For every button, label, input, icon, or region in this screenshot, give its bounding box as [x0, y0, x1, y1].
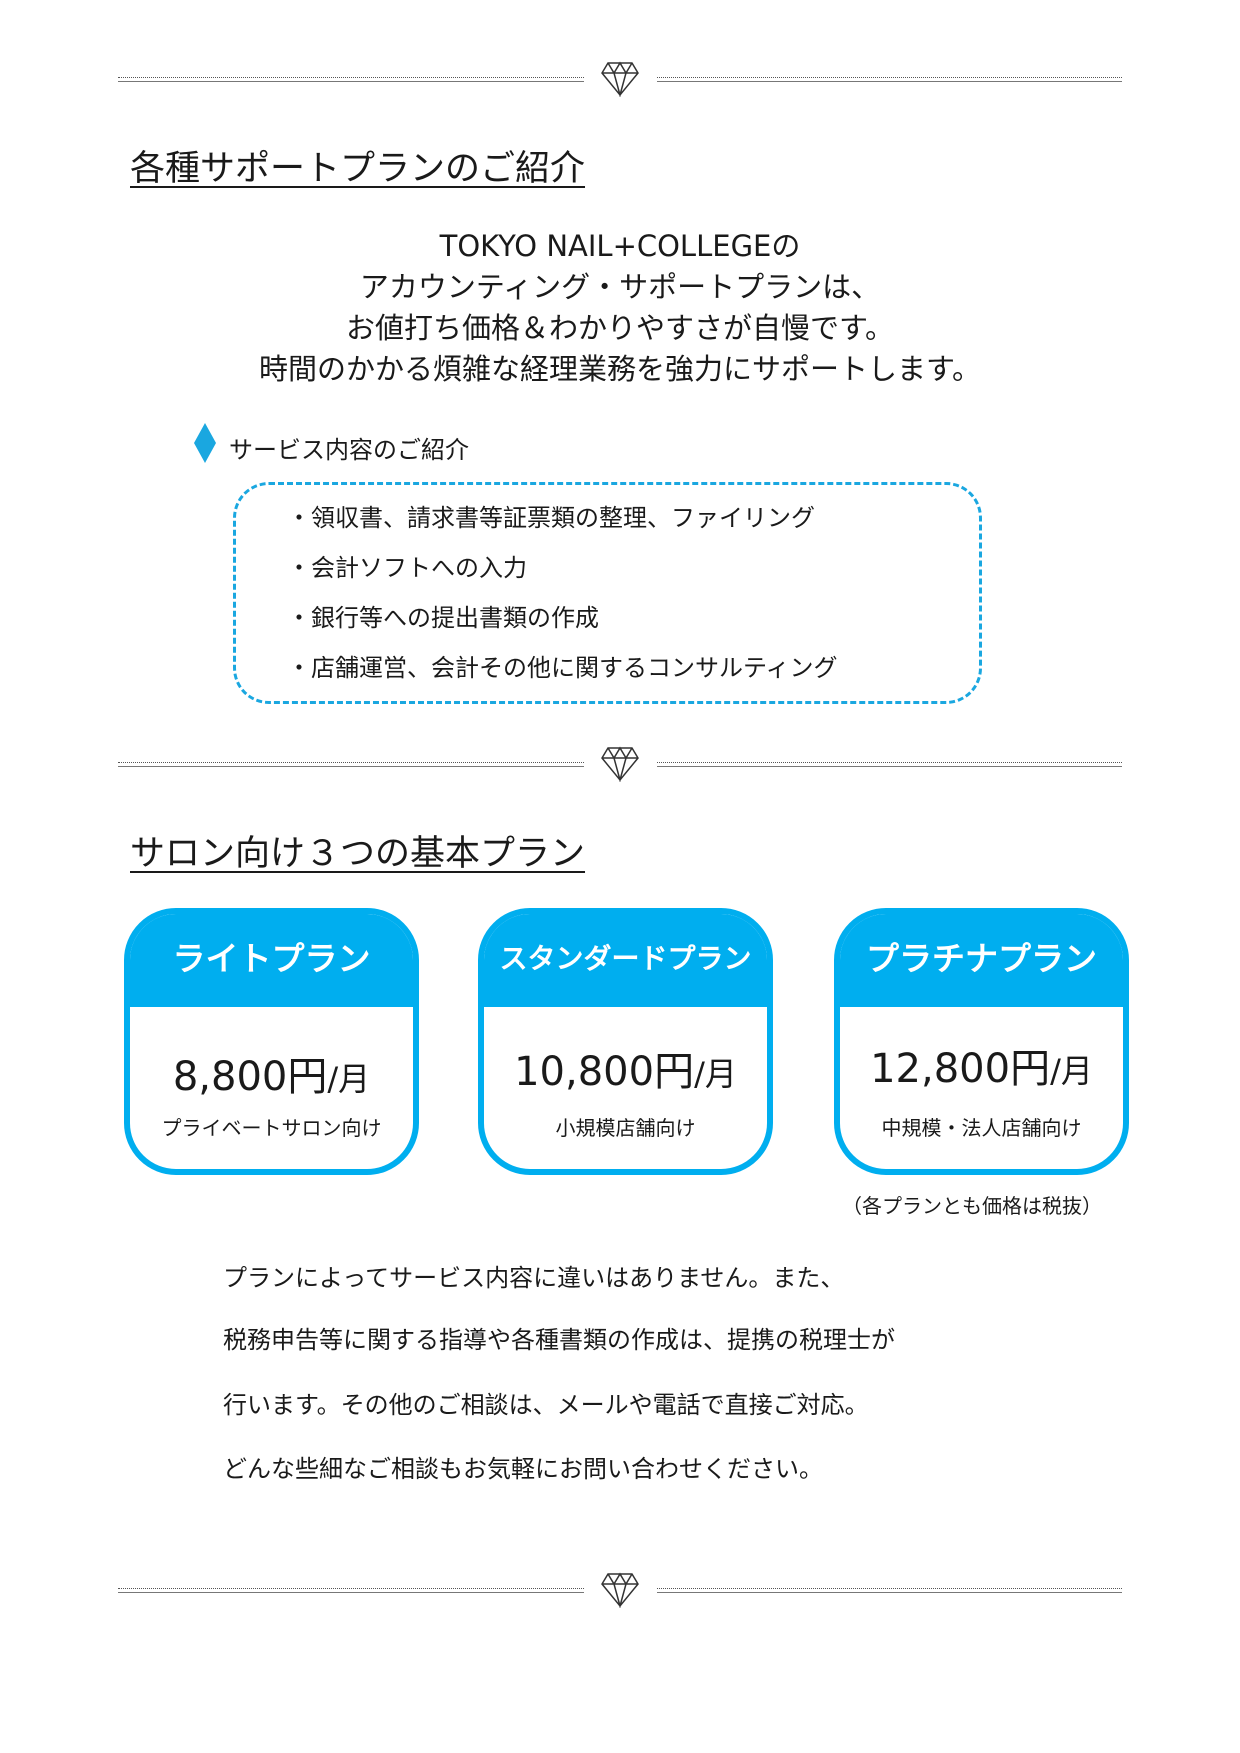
plan-card-standard: スタンダードプラン 10,800円/月 小規模店舗向け — [478, 908, 773, 1175]
plan-price: 10,800円/月 — [484, 1039, 767, 1097]
plan-name: ライトプラン — [130, 914, 413, 1007]
section-divider — [118, 746, 1122, 782]
paragraph-line: どんな些細なご相談もお気軽にお問い合わせください。 — [223, 1455, 823, 1483]
paragraph-line: プランによってサービス内容に違いはありません。また、 — [223, 1264, 845, 1292]
price-amount: 8,800円 — [172, 1054, 328, 1100]
intro-line: お値打ち価格＆わかりやすさが自慢です。 — [345, 311, 895, 345]
plan-card-light: ライトプラン 8,800円/月 プライベートサロン向け — [124, 908, 419, 1175]
price-unit: /月 — [694, 1055, 737, 1093]
paragraph-line: 行います。その他のご相談は、メールや電話で直接ご対応。 — [223, 1391, 869, 1419]
plan-card-platinum: プラチナプラン 12,800円/月 中規模・法人店舗向け — [834, 908, 1129, 1175]
plan-price: 12,800円/月 — [840, 1036, 1123, 1094]
divider-line — [118, 1588, 584, 1593]
plan-target: プライベートサロン向け — [161, 1116, 382, 1140]
section-heading-support-plans: 各種サポートプランのご紹介 — [130, 149, 586, 189]
blue-diamond-bullet-icon — [194, 423, 216, 463]
plan-name: プラチナプラン — [840, 914, 1123, 1007]
divider-line — [657, 762, 1122, 767]
section-divider — [118, 1572, 1122, 1608]
divider-line — [657, 77, 1122, 82]
price-unit: /月 — [327, 1060, 371, 1098]
service-item: ・店舗運営、会計その他に関するコンサルティング — [287, 654, 838, 682]
services-label: サービス内容のご紹介 — [229, 436, 469, 464]
plan-target: 小規模店舗向け — [555, 1116, 696, 1140]
paragraph-line: 税務申告等に関する指導や各種書類の作成は、提携の税理士が — [223, 1326, 895, 1354]
intro-text: TOKYO NAIL+COLLEGEの アカウンティング・サポートプランは、 お… — [0, 226, 1240, 390]
tax-note: （各プランとも価格は税抜） — [842, 1194, 1102, 1218]
price-amount: 12,800円 — [870, 1046, 1051, 1092]
diamond-icon — [601, 1572, 639, 1608]
section-heading-basic-plans: サロン向け３つの基本プラン — [130, 834, 586, 874]
plan-name: スタンダードプラン — [484, 914, 767, 1007]
plan-target: 中規模・法人店舗向け — [881, 1116, 1082, 1140]
intro-line: アカウンティング・サポートプランは、 — [359, 270, 881, 304]
section-divider — [118, 61, 1122, 97]
price-unit: /月 — [1050, 1052, 1093, 1090]
diamond-icon — [601, 746, 639, 782]
divider-line — [657, 1588, 1122, 1593]
divider-line — [118, 77, 584, 82]
services-box — [233, 482, 982, 704]
plan-price: 8,800円/月 — [130, 1044, 413, 1102]
intro-line: TOKYO NAIL+COLLEGEの — [439, 229, 801, 263]
service-item: ・領収書、請求書等証票類の整理、ファイリング — [287, 504, 815, 532]
price-amount: 10,800円 — [514, 1049, 695, 1095]
service-item: ・銀行等への提出書類の作成 — [287, 604, 599, 632]
intro-line: 時間のかかる煩雑な経理業務を強力にサポートします。 — [258, 352, 982, 386]
service-item: ・会計ソフトへの入力 — [287, 554, 527, 582]
divider-line — [118, 762, 584, 767]
diamond-icon — [601, 61, 639, 97]
